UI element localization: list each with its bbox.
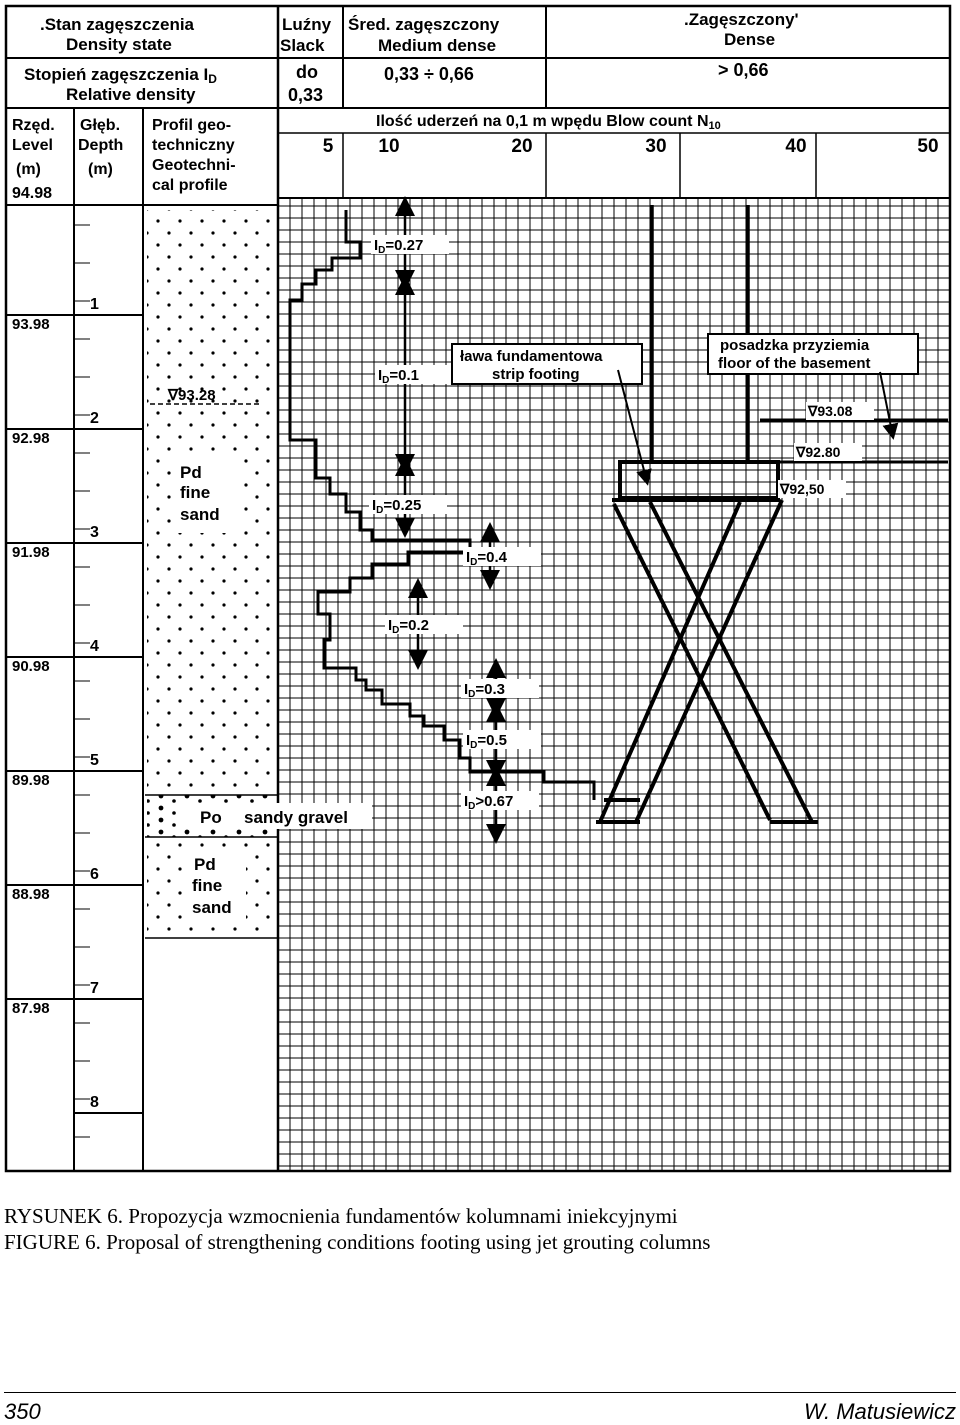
basement-floor-label-pl: posadzka przyziemia — [720, 337, 870, 354]
elevation-92-50: ∇92,50 — [779, 481, 825, 497]
blow-count-title: Ilość uderzeń na 0,1 m wpędu Blow count … — [376, 113, 721, 132]
caption-english: FIGURE 6. Proposal of strengthening cond… — [4, 1230, 711, 1254]
level-label: 88.98 — [12, 886, 50, 903]
blow-count-step-line — [288, 210, 596, 800]
depth-label: 7 — [90, 980, 99, 997]
upper-soil-name-2: sand — [180, 505, 220, 524]
density-label-bg — [463, 547, 541, 566]
density-labels: ID=0.27ID=0.1ID=0.25ID=0.4ID=0.2ID=0.3ID… — [369, 235, 541, 812]
density-label-bg — [461, 791, 539, 810]
level-label: 87.98 — [12, 1000, 50, 1017]
blow-count-tick: 20 — [511, 136, 532, 157]
strip-footing-callout: ława fundamentowa strip footing — [451, 343, 652, 486]
blow-count-tick: 50 — [917, 136, 938, 157]
profile-line-4: cal profile — [152, 177, 228, 194]
upper-soil-name-1: fine — [180, 483, 210, 502]
lower-soil-name-2: sand — [192, 898, 232, 917]
footer-divider — [4, 1392, 956, 1393]
medium-pl: Śred. zagęszczony — [348, 15, 500, 34]
level-pl: Rzęd. — [12, 117, 55, 134]
density-label: ID=0.25 — [372, 497, 421, 516]
depth-label: 5 — [90, 752, 99, 769]
gravel-name: sandy gravel — [244, 808, 348, 827]
strip-footing-label-en: strip footing — [492, 366, 579, 383]
depth-pl: Głęb. — [80, 117, 120, 134]
upper-soil-code: Pd — [180, 463, 202, 482]
density-label-bg — [371, 235, 449, 254]
level-label: 90.98 — [12, 658, 50, 675]
gravel-code: Po — [200, 808, 222, 827]
blow-count-tick: 40 — [785, 136, 806, 157]
density-label: ID=0.27 — [374, 237, 423, 256]
slack-value-1: do — [296, 62, 318, 82]
density-label-bg — [375, 365, 453, 384]
blow-count-tick: 30 — [645, 136, 666, 157]
dense-pl: .Zagęszczony' — [684, 10, 799, 29]
level-label: 89.98 — [12, 772, 50, 789]
table-header: .Stan zagęszczenia Density state Luźny S… — [12, 10, 799, 202]
table-frame — [4, 4, 952, 1173]
geotechnical-profile-diagram: .Stan zagęszczenia Density state Luźny S… — [4, 4, 952, 1173]
density-state-en: Density state — [66, 35, 172, 54]
basement-floor-label-en: floor of the basement — [718, 355, 871, 372]
density-label: ID=0.2 — [388, 617, 429, 636]
density-label-bg — [369, 495, 447, 514]
page-number: 350 — [4, 1399, 41, 1424]
medium-value: 0,33 ÷ 0,66 — [384, 64, 474, 84]
level-unit: (m) — [16, 161, 41, 178]
blow-count-tick: 5 — [323, 136, 334, 157]
depth-label: 4 — [90, 638, 99, 655]
level-label: 93.98 — [12, 316, 50, 333]
relative-density-pl: Stopień zagęszczenia ID — [24, 65, 217, 86]
density-label: ID>0.67 — [464, 793, 513, 812]
density-state-pl: .Stan zagęszczenia — [40, 15, 195, 34]
strip-footing-label-pl: ława fundamentowa — [460, 348, 603, 365]
author-name: W. Matusiewicz — [804, 1399, 956, 1424]
foundation-structure — [596, 205, 948, 824]
soil-profile: ∇93.28 Pd fine sand Po sandy gravel Pd f… — [145, 210, 372, 939]
depth-unit: (m) — [88, 161, 113, 178]
lower-soil-name-1: fine — [192, 876, 222, 895]
density-label-bg — [461, 679, 539, 698]
elevation-92-80: ∇92.80 — [795, 444, 841, 460]
density-label: ID=0.5 — [466, 732, 507, 751]
depth-label: 8 — [90, 1094, 99, 1111]
slack-pl: Luźny — [282, 15, 332, 34]
density-label-bg — [463, 730, 541, 749]
elevation-93-08: ∇93.08 — [807, 403, 853, 419]
density-label-bg — [385, 615, 463, 634]
depth-label: 6 — [90, 866, 99, 883]
level-label: 92.98 — [12, 430, 50, 447]
blow-count-tick: 10 — [378, 136, 399, 157]
depth-label: 1 — [90, 296, 99, 313]
blow-count-ticks: 5 10 20 30 40 50 — [323, 133, 939, 198]
dense-value: > 0,66 — [718, 60, 769, 80]
profile-line-3: Geotechni- — [152, 157, 236, 174]
level-top: 94.98 — [12, 185, 52, 202]
relative-density-en: Relative density — [66, 85, 196, 104]
depth-label: 2 — [90, 410, 99, 427]
lower-soil-code: Pd — [194, 855, 216, 874]
jet-grouting-columns — [596, 499, 818, 824]
density-label: ID=0.1 — [378, 367, 419, 386]
depth-column: 1 2 3 4 5 6 7 8 — [74, 224, 143, 1138]
profile-line-2: techniczny — [152, 137, 235, 154]
level-column: 93.98 92.98 91.98 90.98 89.98 88.98 87.98 — [6, 314, 74, 1017]
caption-polish: RYSUNEK 6. Propozycja wzmocnienia fundam… — [4, 1204, 678, 1228]
depth-en: Depth — [78, 137, 123, 154]
density-label: ID=0.4 — [466, 549, 508, 568]
level-label: 91.98 — [12, 544, 50, 561]
elevation-marks: ∇93.08 ∇92.80 ∇92,50 — [778, 402, 874, 498]
water-level: ∇93.28 — [167, 387, 216, 404]
level-en: Level — [12, 137, 53, 154]
dense-en: Dense — [724, 30, 775, 49]
profile-line-1: Profil geo- — [152, 117, 231, 134]
medium-en: Medium dense — [378, 36, 496, 55]
density-label: ID=0.3 — [464, 681, 505, 700]
slack-en: Slack — [280, 36, 325, 55]
depth-label: 3 — [90, 524, 99, 541]
slack-value-2: 0,33 — [288, 85, 323, 105]
basement-floor-callout: posadzka przyziemia floor of the basemen… — [707, 333, 919, 440]
